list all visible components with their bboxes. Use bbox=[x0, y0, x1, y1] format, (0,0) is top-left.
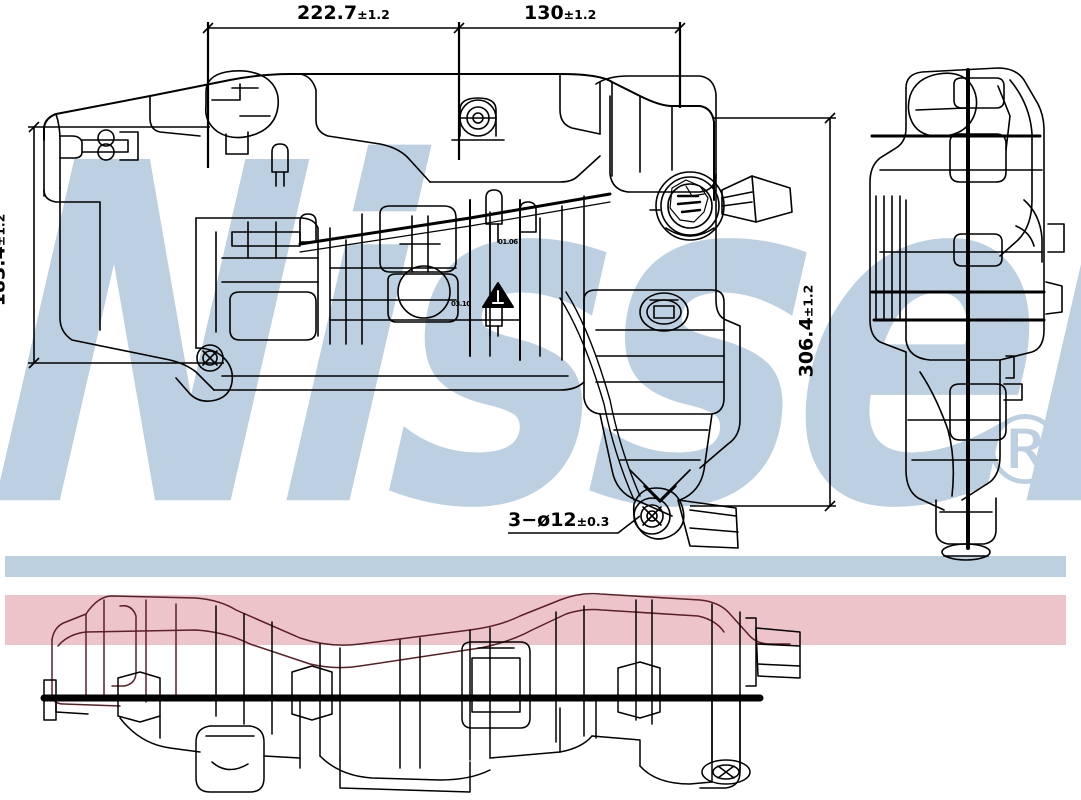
dimension-label-top-right: 130±1.2 bbox=[524, 2, 597, 24]
dimension-label-hole-callout: 3−ø12±0.3 bbox=[508, 509, 610, 531]
mould-mark-2: 01.06 bbox=[498, 238, 518, 246]
separator-band-blue bbox=[5, 556, 1066, 577]
highlight-band-pink bbox=[5, 595, 1066, 645]
dimension-label-top-left: 222.7±1.2 bbox=[297, 2, 390, 24]
mould-mark-1: 03.10 bbox=[451, 300, 471, 308]
